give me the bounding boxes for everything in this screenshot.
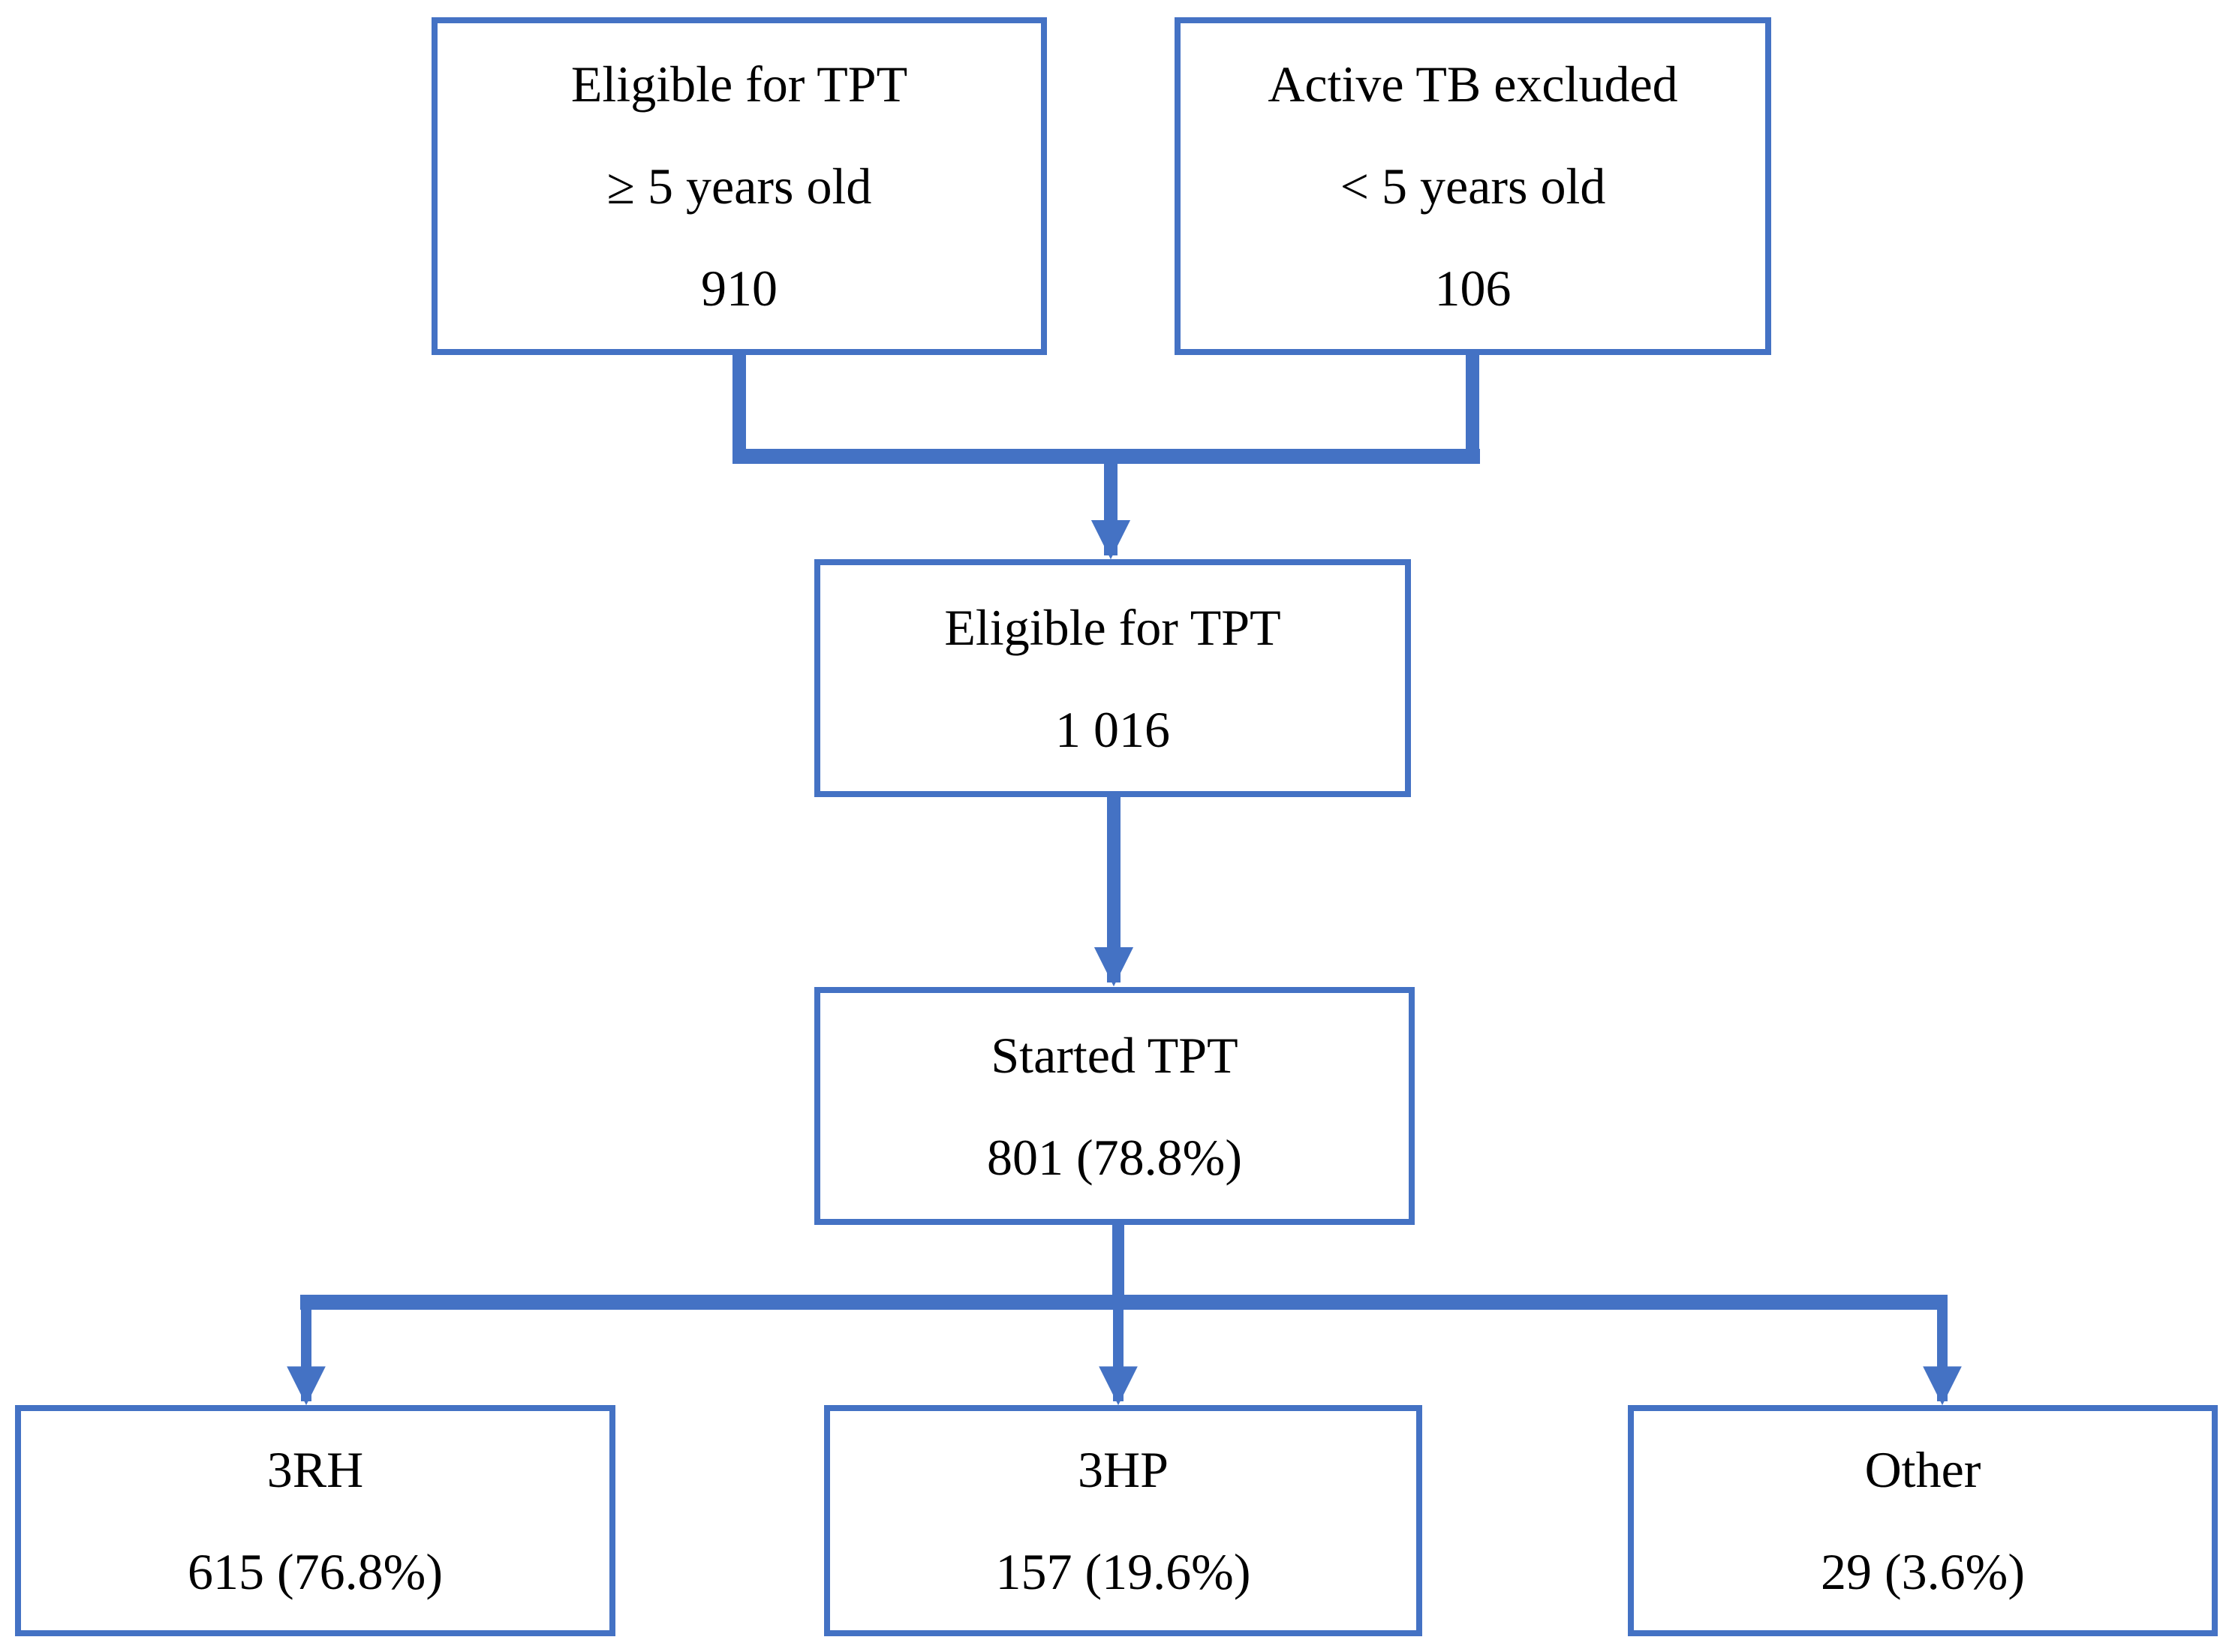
node-count: 29 (3.6%)	[1821, 1543, 2025, 1600]
node-3rh: 3RH 615 (76.8%)	[15, 1405, 615, 1636]
node-count: 157 (19.6%)	[995, 1543, 1251, 1600]
node-other: Other 29 (3.6%)	[1628, 1405, 2218, 1636]
node-count: 615 (76.8%)	[188, 1543, 443, 1600]
node-criteria: < 5 years old	[1340, 158, 1606, 215]
node-eligible-total: Eligible for TPT 1 016	[814, 559, 1411, 797]
node-label: 3RH	[266, 1441, 364, 1498]
node-label: Eligible for TPT	[944, 598, 1281, 656]
node-count: 910	[701, 260, 778, 317]
node-count: 801 (78.8%)	[987, 1128, 1242, 1186]
node-3hp: 3HP 157 (19.6%)	[824, 1405, 1422, 1636]
node-label: Other	[1864, 1441, 1981, 1498]
node-criteria: ≥ 5 years old	[606, 158, 872, 215]
node-eligible-ge5: Eligible for TPT ≥ 5 years old 910	[432, 17, 1047, 355]
node-label: Active TB excluded	[1268, 56, 1678, 113]
node-count: 1 016	[1055, 700, 1170, 758]
node-count: 106	[1434, 260, 1512, 317]
node-label: Started TPT	[991, 1026, 1238, 1084]
node-label: Eligible for TPT	[570, 56, 908, 113]
node-excluded-lt5: Active TB excluded < 5 years old 106	[1175, 17, 1771, 355]
node-label: 3HP	[1078, 1441, 1169, 1498]
node-started-tpt: Started TPT 801 (78.8%)	[814, 987, 1415, 1225]
